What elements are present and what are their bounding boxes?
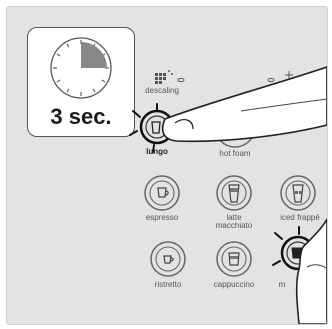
hand-icon xyxy=(163,67,327,141)
hot-foam-label: hot foam xyxy=(200,150,270,158)
milk-label: m xyxy=(257,281,307,289)
lungo-label: lungo xyxy=(122,148,192,156)
machine-panel: 3 sec. xyxy=(6,6,328,325)
descaling-label: descaling xyxy=(127,87,197,95)
espresso-label: espresso xyxy=(127,214,197,222)
status-led xyxy=(268,78,274,81)
descaling-led xyxy=(178,78,184,81)
descaling-icon xyxy=(155,70,173,84)
button-artwork xyxy=(7,7,327,324)
hand-icon-lower xyxy=(297,219,327,324)
iced-frappe-label: iced frappé xyxy=(265,214,328,222)
ristretto-label: ristretto xyxy=(133,281,203,289)
latte-macchiato-label: latte macchiato xyxy=(209,214,259,230)
